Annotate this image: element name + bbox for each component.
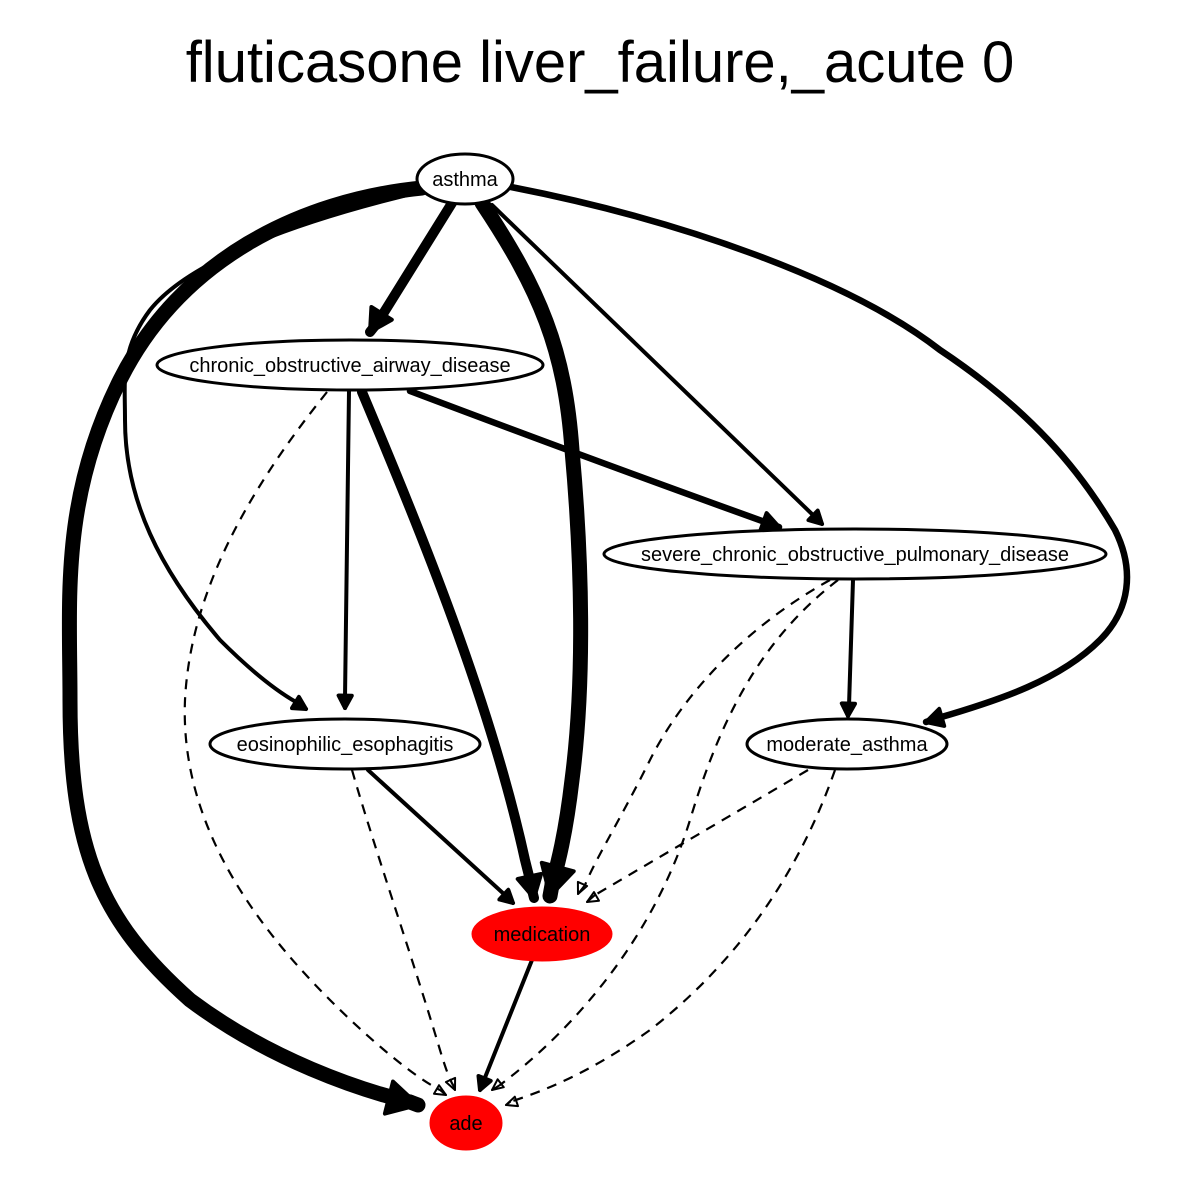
- edge-asthma-to-chronic_obstructive_airway_disease: [365, 198, 457, 337]
- edge-arrowhead: [476, 1074, 493, 1092]
- edge-arrowhead: [839, 701, 857, 718]
- edge-arrowhead: [586, 891, 600, 903]
- edge-line: [474, 195, 589, 893]
- edge-asthma-to-eosinophilic_esophagitis: [122, 188, 430, 711]
- edge-arrowhead: [491, 1078, 505, 1091]
- edge-line: [122, 188, 430, 704]
- node-label: severe_chronic_obstructive_pulmonary_dis…: [641, 544, 1069, 566]
- edge-line: [366, 768, 507, 897]
- node-label: ade: [449, 1113, 482, 1135]
- edge-asthma-to-severe_chronic_obstructive_pulmonary_disease: [490, 203, 824, 526]
- edge-line: [490, 203, 816, 518]
- edge-arrowhead: [290, 694, 308, 711]
- node-label: eosinophilic_esophagitis: [237, 734, 454, 756]
- node-chronic_obstructive_airway_disease: chronic_obstructive_airway_disease: [155, 338, 545, 392]
- edge-asthma-to-medication: [474, 195, 589, 904]
- edge-chronic_obstructive_airway_disease-to-ade: [183, 391, 447, 1096]
- edge-asthma-to-moderate_asthma: [507, 183, 1131, 728]
- edge-chronic_obstructive_airway_disease-to-eosinophilic_esophagitis: [336, 389, 354, 710]
- edge-line: [507, 183, 1131, 722]
- node-moderate_asthma: moderate_asthma: [745, 717, 949, 771]
- node-label: asthma: [432, 169, 498, 191]
- node-label: medication: [494, 924, 591, 946]
- edge-arrowhead: [515, 872, 544, 900]
- edge-line: [594, 769, 809, 896]
- node-eosinophilic_esophagitis: eosinophilic_esophagitis: [208, 717, 482, 771]
- edge-arrowhead: [758, 511, 781, 532]
- edge-line: [583, 579, 831, 886]
- node-ellipse: [415, 152, 515, 206]
- edge-eosinophilic_esophagitis-to-ade: [350, 769, 457, 1091]
- node-ellipse: [429, 1095, 503, 1151]
- edge-line: [350, 769, 454, 1086]
- edge-line: [406, 387, 769, 526]
- node-asthma: asthma: [415, 152, 515, 206]
- edge-severe_chronic_obstructive_pulmonary_disease-to-medication: [576, 579, 831, 895]
- edge-medication-to-ade: [476, 958, 534, 1092]
- node-ellipse: [602, 527, 1108, 581]
- edge-severe_chronic_obstructive_pulmonary_disease-to-ade: [491, 579, 839, 1091]
- edge-moderate_asthma-to-ade: [505, 769, 837, 1108]
- edge-line: [373, 198, 457, 327]
- nodes-layer: asthma chronic_obstructive_airway_disease…: [155, 152, 1108, 1151]
- edges-layer: [61, 180, 1131, 1116]
- edge-arrowhead: [924, 706, 947, 728]
- edge-line: [357, 387, 537, 895]
- edge-line: [499, 579, 839, 1086]
- node-severe_chronic_obstructive_pulmonary_disease: severe_chronic_obstructive_pulmonary_dis…: [602, 527, 1108, 581]
- edge-asthma-to-ade: [61, 180, 430, 1116]
- edge-chronic_obstructive_airway_disease-to-severe_chronic_obstructive_pulmonary_disease: [406, 387, 783, 532]
- node-label: moderate_asthma: [766, 734, 928, 756]
- edge-moderate_asthma-to-medication: [586, 769, 809, 903]
- edge-line: [61, 180, 430, 1110]
- edge-arrowhead: [336, 693, 354, 710]
- edge-arrowhead: [444, 1076, 457, 1091]
- edge-chronic_obstructive_airway_disease-to-medication: [357, 387, 544, 903]
- edge-arrowhead: [382, 1079, 420, 1116]
- node-ellipse: [155, 338, 545, 392]
- node-medication: medication: [471, 906, 613, 962]
- node-ade: ade: [429, 1095, 503, 1151]
- node-ellipse: [471, 906, 613, 962]
- edge-line: [183, 391, 441, 1091]
- edge-arrowhead: [539, 860, 576, 898]
- edge-arrowhead: [368, 305, 394, 334]
- node-label: chronic_obstructive_airway_disease: [189, 355, 510, 377]
- edge-line: [847, 578, 855, 708]
- edge-arrowhead: [433, 1084, 447, 1096]
- edge-arrowhead: [505, 1095, 519, 1108]
- node-ellipse: [208, 717, 482, 771]
- edge-eosinophilic_esophagitis-to-medication: [366, 768, 515, 905]
- edge-line: [482, 958, 534, 1082]
- edge-arrowhead: [497, 887, 515, 905]
- edge-line: [343, 389, 351, 700]
- edge-arrowhead: [576, 880, 589, 895]
- diagram-title: fluticasone liver_failure,_acute 0: [185, 30, 1015, 95]
- edge-severe_chronic_obstructive_pulmonary_disease-to-moderate_asthma: [839, 578, 857, 718]
- node-ellipse: [745, 717, 949, 771]
- edge-arrowhead: [806, 508, 824, 526]
